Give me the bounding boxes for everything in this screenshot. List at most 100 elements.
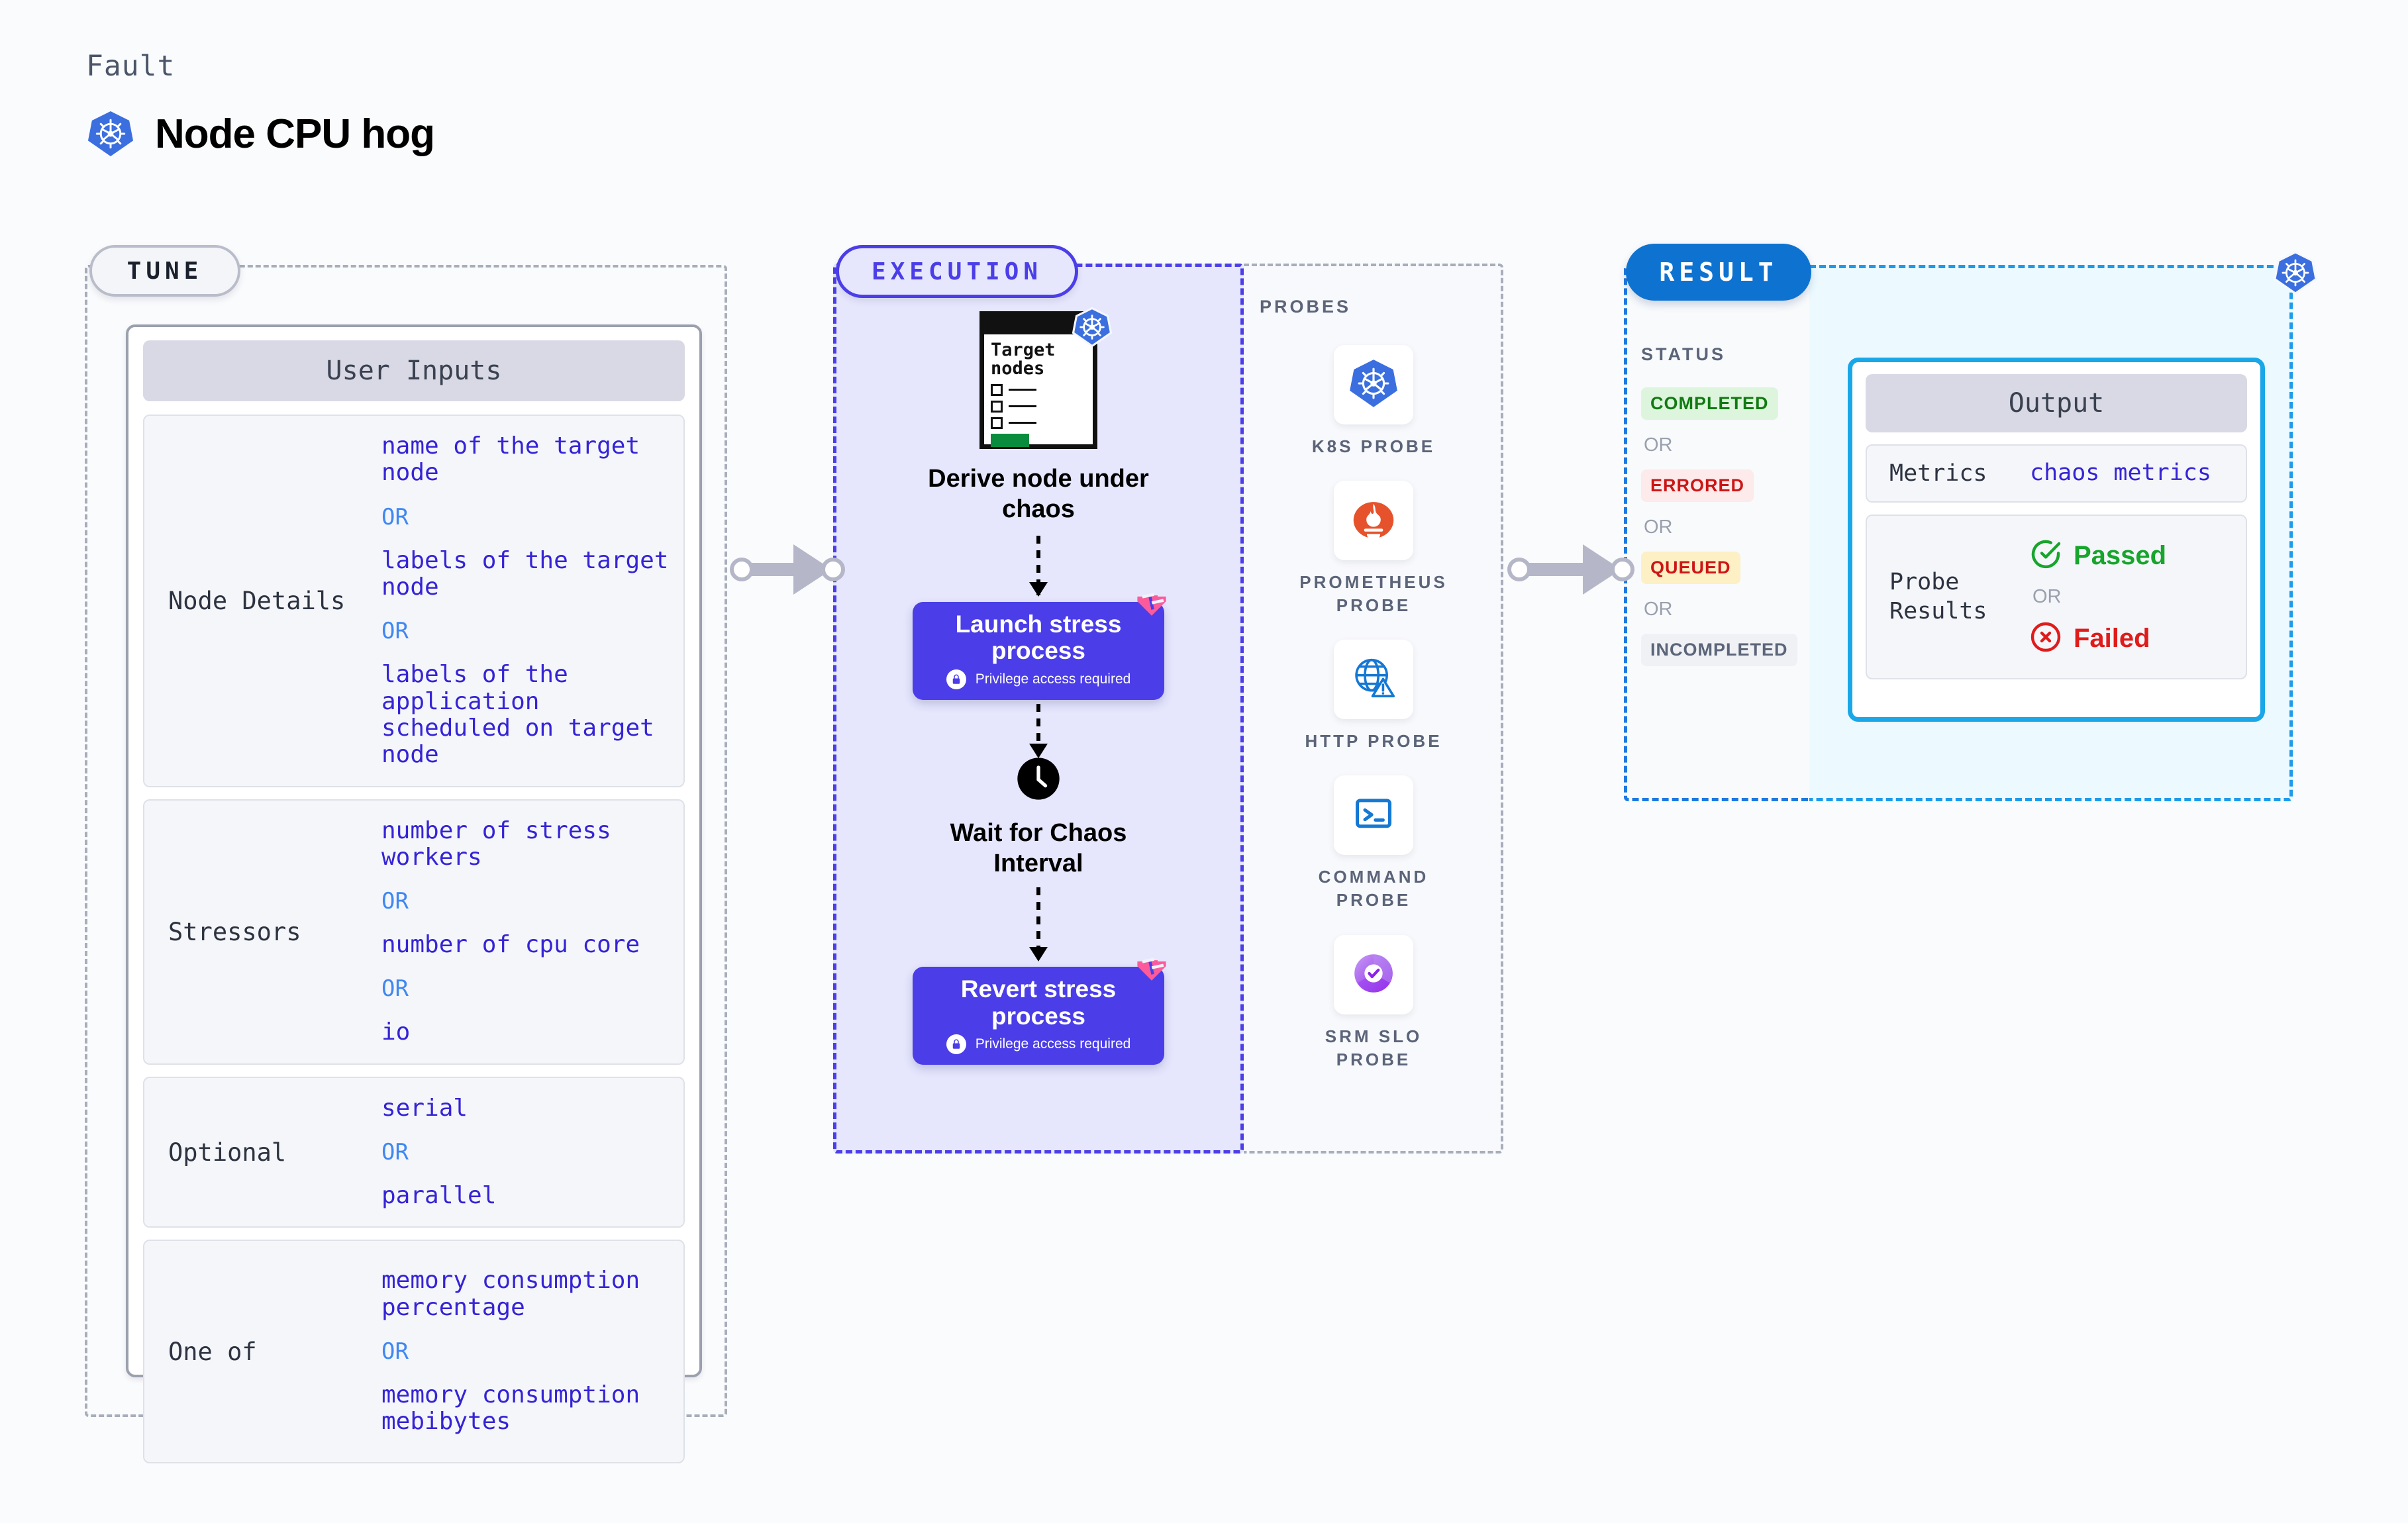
failed-label: Failed bbox=[2074, 623, 2150, 653]
privilege-text: Privilege access required bbox=[975, 671, 1131, 687]
value-text: labels of the target node bbox=[381, 546, 669, 601]
revert-stress-process-node[interactable]: Revert stress process Privilege access r… bbox=[913, 958, 1166, 1065]
probe-item-prometheus[interactable]: PROMETHEUS PROBE bbox=[1281, 481, 1466, 617]
probe-label: PROMETHEUS PROBE bbox=[1299, 572, 1448, 616]
prometheus-icon bbox=[1350, 495, 1397, 546]
harness-icon bbox=[1134, 593, 1170, 626]
connector-tune-to-execution bbox=[727, 530, 845, 609]
x-circle-icon bbox=[2030, 621, 2062, 656]
srm-slo-icon bbox=[1350, 950, 1397, 1000]
terminal-icon bbox=[1350, 790, 1397, 840]
execution-flow: Target nodes bbox=[833, 307, 1244, 1065]
status-badge-incompleted: INCOMPLETED bbox=[1641, 634, 1797, 666]
status-title: STATUS bbox=[1641, 344, 1726, 364]
probe-result-failed: Failed bbox=[2030, 621, 2235, 656]
execution-stage-badge[interactable]: EXECUTION bbox=[836, 245, 1078, 298]
or-separator: OR bbox=[381, 618, 409, 645]
flow-arrow bbox=[1029, 535, 1048, 597]
kubernetes-icon bbox=[86, 109, 135, 158]
row-values: name of the target node OR labels of the… bbox=[381, 432, 672, 769]
document-progress-bar bbox=[991, 433, 1029, 447]
probes-list: K8S PROBE PROMETHEUS PROBE bbox=[1244, 345, 1503, 1071]
row-label: Probe Results bbox=[1889, 568, 1987, 624]
value-text: io bbox=[381, 1018, 411, 1046]
result-stage-container bbox=[1624, 265, 1809, 801]
check-circle-icon bbox=[2030, 538, 2062, 573]
output-row-probe-results: Probe Results Passed OR bbox=[1866, 515, 2247, 679]
input-row-node-details: Node Details name of the target node OR … bbox=[143, 415, 685, 787]
document-checklist bbox=[984, 379, 1093, 429]
node-title: Revert stress process bbox=[960, 975, 1117, 1030]
result-status-panel: STATUS COMPLETED OR ERRORED OR QUEUED OR… bbox=[1624, 305, 1809, 666]
probe-result-passed: Passed bbox=[2030, 538, 2235, 573]
probe-label: HTTP PROBE bbox=[1305, 731, 1442, 752]
probes-panel: PROBES bbox=[1244, 264, 1503, 1154]
page-title: Node CPU hog bbox=[155, 111, 435, 157]
launch-stress-process-node[interactable]: Launch stress process Privilege access r… bbox=[913, 593, 1166, 701]
or-separator: OR bbox=[1644, 599, 1673, 620]
user-inputs-card: User Inputs Node Details name of the tar… bbox=[126, 324, 702, 1463]
output-card-title: Output bbox=[1866, 374, 2247, 432]
clock-icon bbox=[1017, 757, 1060, 803]
tune-stage-badge[interactable]: TUNE bbox=[89, 245, 240, 297]
probe-item-http[interactable]: HTTP PROBE bbox=[1305, 640, 1442, 753]
status-badge-completed: COMPLETED bbox=[1641, 387, 1778, 420]
or-separator: OR bbox=[381, 1338, 409, 1365]
checkbox-icon bbox=[991, 383, 1003, 396]
value-text: serial bbox=[381, 1094, 468, 1122]
kubernetes-icon bbox=[2273, 250, 2318, 298]
or-separator: OR bbox=[381, 888, 409, 915]
or-separator: OR bbox=[381, 975, 409, 1003]
value-text: parallel bbox=[381, 1182, 497, 1210]
privilege-text: Privilege access required bbox=[975, 1036, 1131, 1052]
user-inputs-title: User Inputs bbox=[143, 340, 685, 401]
result-stage-badge[interactable]: RESULT bbox=[1626, 244, 1811, 301]
kubernetes-icon bbox=[1348, 358, 1399, 412]
probe-item-command[interactable]: COMMAND PROBE bbox=[1287, 775, 1460, 912]
value-text: labels of the application scheduled on t… bbox=[381, 661, 654, 769]
privilege-note: Privilege access required bbox=[946, 669, 1131, 690]
fault-kicker: Fault bbox=[86, 50, 176, 83]
checkbox-icon bbox=[991, 417, 1003, 429]
status-list: COMPLETED OR ERRORED OR QUEUED OR INCOMP… bbox=[1641, 387, 1809, 666]
output-row-metrics: Metrics chaos metrics bbox=[1866, 444, 2247, 503]
input-row-stressors: Stressors number of stress workers OR nu… bbox=[143, 799, 685, 1065]
probe-label: K8S PROBE bbox=[1311, 436, 1436, 456]
probe-label: COMMAND PROBE bbox=[1318, 867, 1429, 910]
input-row-one-of: One of memory consumption percentage OR … bbox=[143, 1240, 685, 1463]
value-text: chaos metrics bbox=[2030, 460, 2211, 487]
lock-icon bbox=[946, 669, 966, 690]
kubernetes-icon bbox=[1072, 307, 1113, 350]
harness-icon bbox=[1134, 958, 1170, 991]
row-label: One of bbox=[168, 1337, 257, 1366]
value-text: memory consumption mebibytes bbox=[381, 1381, 640, 1436]
document-title: Target nodes bbox=[991, 340, 1056, 379]
lock-icon bbox=[946, 1034, 966, 1055]
probes-title: PROBES bbox=[1260, 297, 1352, 317]
row-label: Node Details bbox=[168, 586, 346, 615]
privilege-note: Privilege access required bbox=[946, 1034, 1131, 1055]
flow-arrow bbox=[1029, 887, 1048, 961]
globe-warning-icon bbox=[1350, 654, 1397, 705]
row-values: number of stress workers OR number of cp… bbox=[381, 817, 672, 1046]
probe-item-srm-slo[interactable]: SRM SLO PROBE bbox=[1287, 934, 1460, 1071]
step-caption-derive-node: Derive node under chaos bbox=[928, 465, 1149, 524]
checkbox-icon bbox=[991, 400, 1003, 413]
or-separator: OR bbox=[1644, 516, 1673, 538]
input-row-optional: Optional serial OR parallel bbox=[143, 1076, 685, 1228]
row-label: Optional bbox=[168, 1138, 287, 1167]
connector-execution-to-result bbox=[1505, 530, 1634, 609]
flow-arrow bbox=[1029, 704, 1048, 759]
row-label: Metrics bbox=[1889, 460, 1987, 487]
output-card: Output Metrics chaos metrics Probe Resul… bbox=[1848, 358, 2265, 722]
or-separator: OR bbox=[1644, 434, 1673, 456]
row-values: serial OR parallel bbox=[381, 1095, 672, 1210]
value-text: memory consumption percentage bbox=[381, 1267, 640, 1321]
status-badge-queued: QUEUED bbox=[1641, 552, 1740, 584]
value-text: name of the target node bbox=[381, 432, 640, 487]
node-title: Launch stress process bbox=[955, 610, 1122, 665]
probe-item-k8s[interactable]: K8S PROBE bbox=[1312, 345, 1435, 458]
row-values: memory consumption percentage OR memory … bbox=[381, 1267, 672, 1435]
row-label: Stressors bbox=[168, 917, 301, 946]
